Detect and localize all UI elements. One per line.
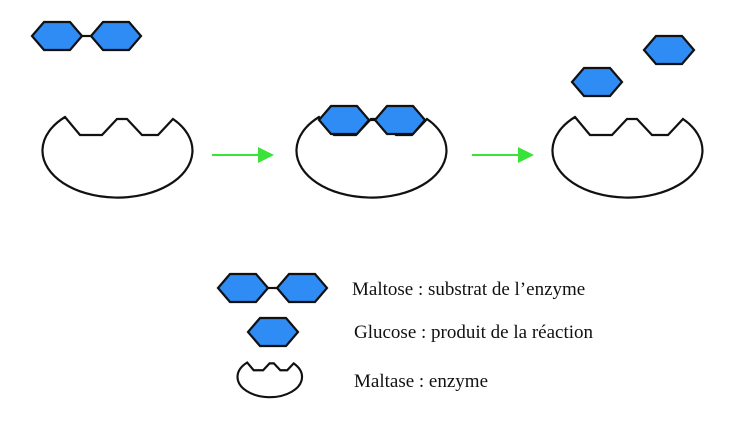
stage-3-enzyme — [551, 115, 704, 199]
legend-maltose-label: Maltose : substrat de l’enzyme — [352, 279, 585, 300]
legend-glucose-icon — [246, 316, 300, 348]
stage-1-maltose — [30, 20, 143, 52]
legend-maltose-icon — [216, 272, 329, 304]
legend-maltase-icon — [236, 361, 304, 399]
legend: Maltose : substrat de l’enzyme Glucose :… — [216, 272, 594, 399]
legend-glucose-label: Glucose : produit de la réaction — [354, 322, 594, 343]
stage-1-enzyme — [41, 115, 194, 199]
stage-2-enzyme — [295, 115, 448, 199]
stage-3-glucose-1 — [570, 66, 624, 98]
glucose-unit-shape — [89, 20, 143, 52]
stage-2-bound-maltose — [317, 104, 427, 136]
glucose-unit-shape — [30, 20, 84, 52]
stage-3-glucose-2 — [642, 34, 696, 66]
legend-maltase-label: Maltase : enzyme — [354, 371, 488, 392]
